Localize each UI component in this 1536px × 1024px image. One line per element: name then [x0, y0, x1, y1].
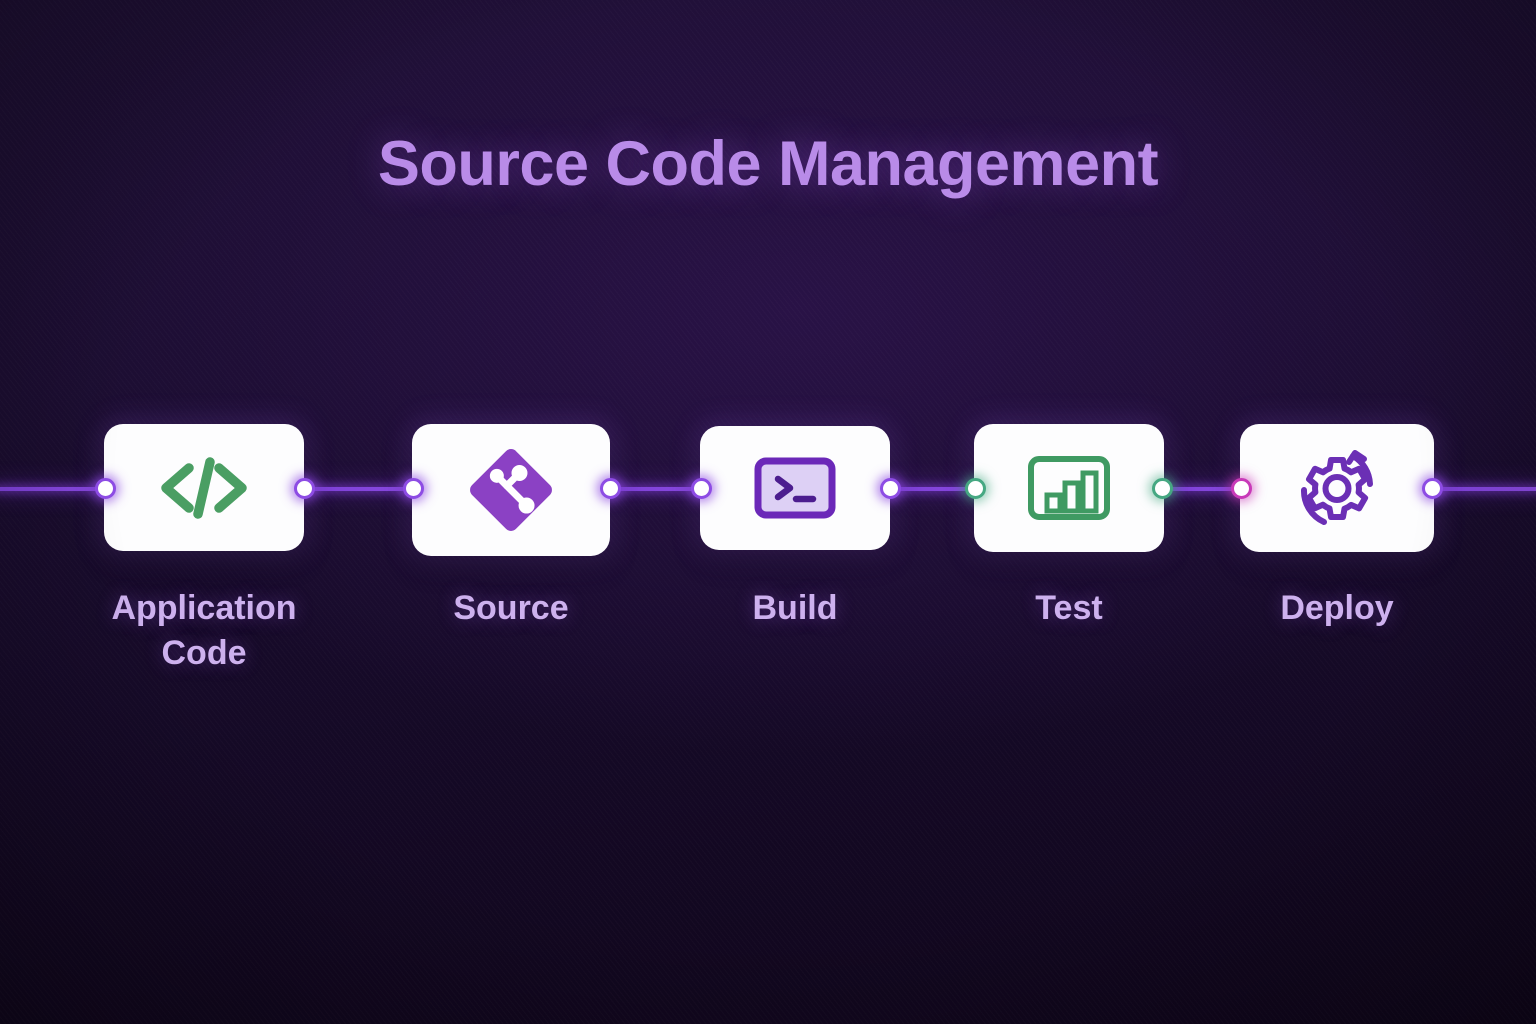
wire-2-3: [602, 487, 706, 491]
port-right-build[interactable]: [880, 478, 901, 499]
port-left-build[interactable]: [691, 478, 712, 499]
page-title: Source Code Management: [377, 129, 1159, 199]
port-right-source[interactable]: [600, 478, 621, 499]
wire-inbound: [0, 487, 112, 491]
port-left-test[interactable]: [965, 478, 986, 499]
label-line-1: Test: [1035, 589, 1103, 627]
node-card-build[interactable]: [700, 426, 890, 550]
node-label-application-code: Application Code: [104, 586, 304, 676]
node-label-source: Source: [412, 586, 610, 631]
node-card-test[interactable]: [974, 424, 1164, 552]
label-line-1: Source: [453, 589, 569, 627]
label-line-1: Application: [111, 589, 297, 627]
bar-chart-icon: [1027, 455, 1111, 521]
port-left-deploy[interactable]: [1231, 478, 1252, 499]
terminal-console-icon: [754, 457, 836, 519]
port-left-application-code[interactable]: [95, 478, 116, 499]
wire-4-5: [1154, 487, 1248, 491]
port-right-application-code[interactable]: [294, 478, 315, 499]
node-card-source[interactable]: [412, 424, 610, 556]
label-line-1: Build: [752, 589, 838, 627]
port-right-deploy[interactable]: [1422, 478, 1443, 499]
wire-outbound: [1424, 487, 1536, 491]
node-label-test: Test: [974, 586, 1164, 631]
wire-1-2: [296, 487, 418, 491]
port-right-test[interactable]: [1152, 478, 1173, 499]
node-card-application-code[interactable]: [104, 424, 304, 551]
git-logo-icon: [465, 444, 557, 536]
code-brackets-icon: [156, 455, 252, 521]
port-left-source[interactable]: [403, 478, 424, 499]
gear-refresh-icon: [1291, 444, 1383, 532]
node-label-build: Build: [700, 586, 890, 631]
wire-3-4: [882, 487, 982, 491]
label-line-1: Deploy: [1280, 589, 1394, 627]
node-label-deploy: Deploy: [1240, 586, 1434, 631]
label-line-2: Code: [161, 634, 247, 672]
node-card-deploy[interactable]: [1240, 424, 1434, 552]
